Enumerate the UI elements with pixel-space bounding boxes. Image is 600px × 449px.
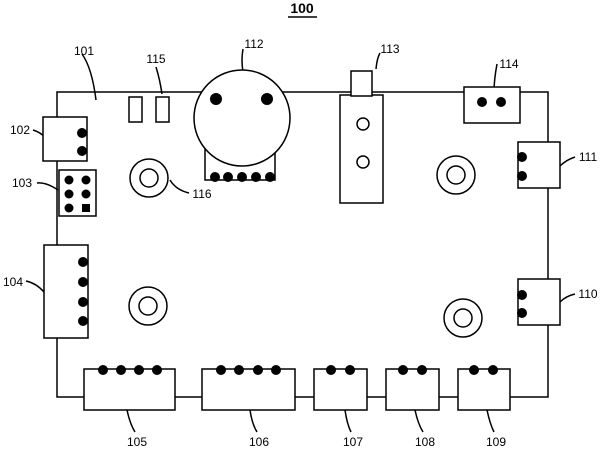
label-111: 111	[579, 150, 598, 164]
connector-109	[457, 365, 511, 411]
label-113: 113	[380, 42, 399, 56]
label-107: 107	[343, 435, 363, 449]
label-115: 115	[146, 52, 165, 66]
mounting-holes	[128, 155, 483, 338]
connector-106	[201, 365, 296, 411]
label-109: 109	[486, 435, 506, 449]
component-112	[193, 69, 291, 182]
label-106: 106	[249, 435, 269, 449]
header-103	[58, 169, 97, 217]
connector-104	[43, 244, 89, 339]
reference-labels: 101 102 103 104 105 106 107 108 109 110 …	[3, 37, 598, 449]
label-104: 104	[3, 275, 23, 289]
label-101: 101	[74, 44, 94, 58]
label-102: 102	[10, 123, 30, 137]
label-105: 105	[127, 435, 147, 449]
board-outline	[56, 91, 549, 398]
connector-108	[385, 365, 440, 411]
label-114: 114	[499, 57, 518, 71]
connector-110	[517, 278, 561, 326]
connector-102	[42, 116, 88, 162]
component-113	[339, 70, 384, 204]
label-112: 112	[244, 37, 263, 51]
label-110: 110	[578, 287, 597, 301]
label-108: 108	[415, 435, 435, 449]
component-115	[128, 96, 170, 123]
label-103: 103	[12, 176, 32, 190]
label-116: 116	[192, 187, 211, 201]
connector-107	[313, 365, 368, 411]
connector-105	[83, 365, 176, 411]
component-114	[463, 86, 521, 124]
connector-111	[517, 141, 561, 189]
figure-number: 100	[290, 0, 314, 16]
